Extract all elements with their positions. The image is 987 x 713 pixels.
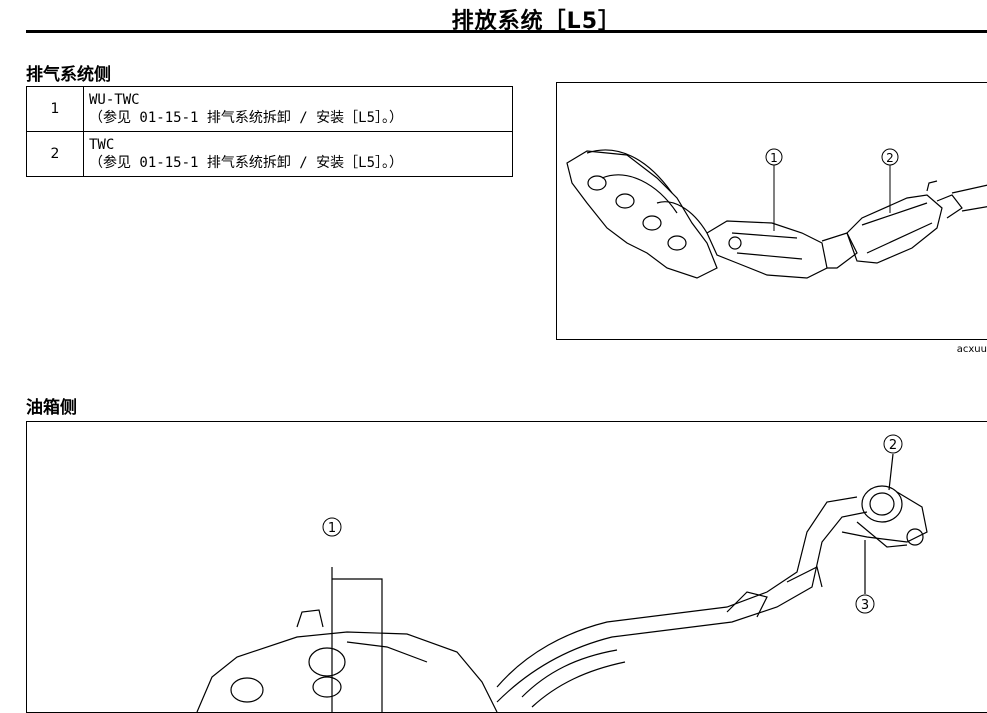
fuel-tank-illustration: 1 2 3 [196,434,928,712]
part-name: WU-TWC [89,92,140,108]
fuel-tank-figure: 1 2 3 [26,421,987,713]
fuel-tank-section-heading: 油箱侧 [26,398,77,418]
callout-1: 1 [322,517,342,537]
part-name: TWC [89,137,115,153]
svg-text:2: 2 [886,151,894,165]
callout-3: 3 [855,594,875,614]
row-number: 2 [26,131,84,177]
exhaust-illustration: 1 2 [566,148,987,279]
row-number: 1 [26,86,84,132]
svg-text:1: 1 [770,151,778,165]
table-row: 2 TWC （参见 01-15-1 排气系统拆卸 / 安装［L5］。） [26,131,513,177]
parts-table: 1 WU-TWC （参见 01-15-1 排气系统拆卸 / 安装［L5］。） 2… [26,86,513,177]
title-rule [26,30,987,33]
table-row: 1 WU-TWC （参见 01-15-1 排气系统拆卸 / 安装［L5］。） [26,86,513,132]
svg-text:1: 1 [328,521,336,536]
svg-text:3: 3 [861,598,869,613]
exhaust-section-heading: 排气系统侧 [26,65,111,85]
callout-2: 2 [883,434,903,454]
page-title: 排放系统［L5］ [451,9,621,34]
part-reference: （参见 01-15-1 排气系统拆卸 / 安装［L5］。） [89,155,404,171]
part-reference: （参见 01-15-1 排气系统拆卸 / 安装［L5］。） [89,110,404,126]
callout-2: 2 [881,148,899,213]
exhaust-figure: 1 2 [556,82,987,340]
svg-text:2: 2 [889,438,897,453]
figure-code: acxuu [956,344,987,355]
callout-1: 1 [765,148,783,231]
